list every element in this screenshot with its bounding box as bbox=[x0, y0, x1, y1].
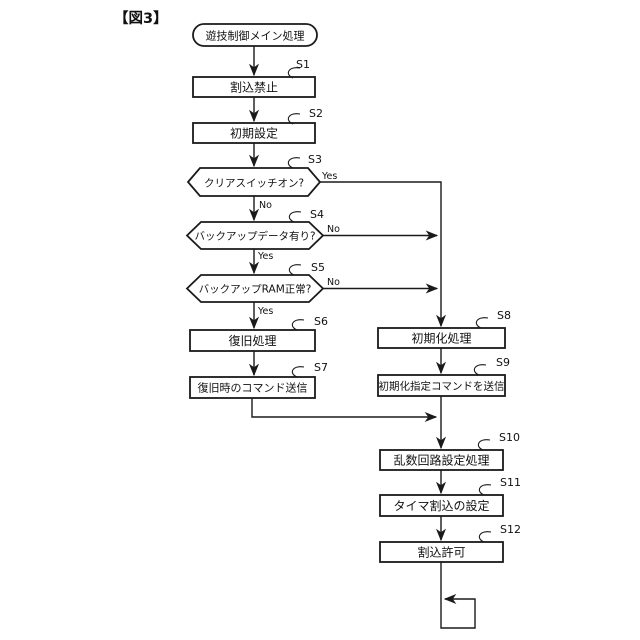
process-s6-label: 復旧処理 bbox=[228, 333, 276, 348]
leader-s1 bbox=[287, 67, 301, 79]
leader-s3 bbox=[287, 157, 301, 169]
process-s9-label: 初期化指定コマンドを送信 bbox=[379, 380, 505, 393]
branch-label-s5-no: No bbox=[327, 277, 340, 288]
branch-label-s4-no: No bbox=[327, 224, 340, 235]
branch-label-s4-yes: Yes bbox=[257, 251, 273, 262]
step-ref-s3: S3 bbox=[308, 153, 322, 166]
process-s1-label: 割込禁止 bbox=[230, 80, 278, 95]
process-s11-label: タイマ割込の設定 bbox=[393, 498, 489, 513]
leader-s4 bbox=[288, 211, 302, 223]
leader-s9 bbox=[473, 364, 487, 376]
leader-s6 bbox=[291, 319, 305, 331]
process-s10 bbox=[379, 449, 504, 471]
process-s7-label: 復旧時のコマンド送信 bbox=[198, 381, 308, 395]
decision-s5-label: バックアップRAM正常? bbox=[199, 283, 312, 296]
leader-s12 bbox=[478, 531, 492, 543]
arrow-s3yes-to-s8 bbox=[320, 181, 447, 328]
step-ref-s10: S10 bbox=[499, 431, 520, 444]
process-s1 bbox=[192, 76, 316, 98]
leader-s2 bbox=[287, 113, 301, 125]
step-ref-s7: S7 bbox=[314, 361, 328, 374]
step-ref-s4: S4 bbox=[310, 208, 324, 221]
process-s7 bbox=[189, 376, 316, 399]
start-terminal-label: 遊技制御メイン処理 bbox=[206, 29, 305, 43]
process-s11 bbox=[379, 494, 504, 517]
branch-label-s5-yes: Yes bbox=[257, 306, 273, 317]
decision-s4-label: バックアップデータ有り? bbox=[194, 230, 315, 243]
process-s2-label: 初期設定 bbox=[230, 126, 278, 141]
step-ref-s8: S8 bbox=[497, 309, 511, 322]
step-ref-s9: S9 bbox=[496, 356, 510, 369]
branch-label-s3-no: No bbox=[259, 200, 272, 211]
process-s12 bbox=[379, 541, 504, 563]
figure-title: 【図3】 bbox=[114, 10, 168, 27]
leader-s11 bbox=[478, 484, 492, 496]
step-ref-s11: S11 bbox=[500, 476, 521, 489]
start-terminal bbox=[192, 23, 318, 47]
leader-s5 bbox=[288, 264, 302, 276]
process-s8-label: 初期化処理 bbox=[411, 332, 471, 346]
leader-s10 bbox=[477, 439, 491, 451]
step-ref-s2: S2 bbox=[309, 107, 323, 120]
branch-label-s3-yes: Yes bbox=[321, 171, 337, 182]
decision-s3 bbox=[186, 167, 322, 197]
process-s10-label: 乱数回路設定処理 bbox=[393, 453, 489, 468]
step-ref-s5: S5 bbox=[311, 261, 325, 274]
process-s12-label: 割込許可 bbox=[417, 545, 465, 560]
decision-s4 bbox=[185, 221, 325, 250]
arrow-s7-to-merge bbox=[251, 398, 438, 423]
leader-s7 bbox=[291, 366, 305, 378]
step-ref-s6: S6 bbox=[314, 315, 328, 328]
step-ref-s12: S12 bbox=[500, 523, 521, 536]
decision-s5 bbox=[185, 274, 325, 303]
decision-s3-label: クリアスイッチオン? bbox=[204, 178, 304, 190]
process-s2 bbox=[192, 122, 316, 144]
process-s8 bbox=[377, 327, 506, 349]
leader-s8 bbox=[475, 317, 489, 329]
process-s9 bbox=[377, 374, 506, 397]
step-ref-s1: S1 bbox=[296, 58, 310, 71]
process-s6 bbox=[189, 329, 316, 352]
arrow-main-loop bbox=[440, 562, 476, 629]
